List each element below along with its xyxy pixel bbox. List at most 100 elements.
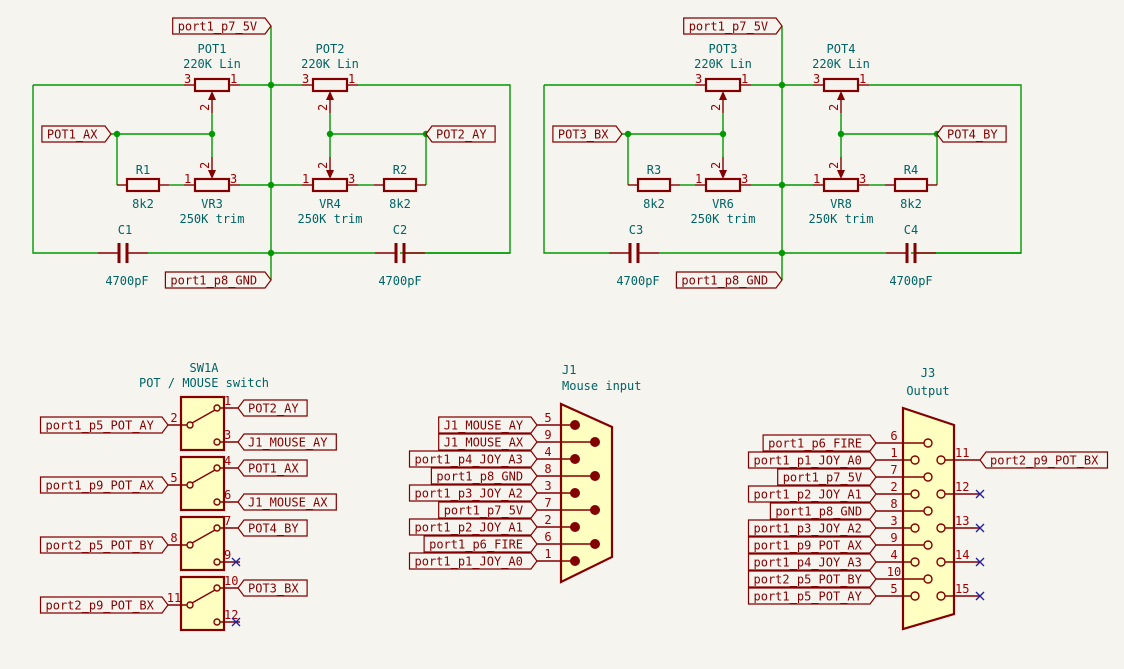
net-label[interactable]: port2_p5_POT_BY — [39, 536, 169, 554]
pin-contact — [590, 471, 600, 481]
net-label[interactable]: port1_p5_POT_AY — [747, 587, 877, 605]
connector-pin[interactable]: 12 — [936, 480, 985, 499]
net-label[interactable]: POT4_BY — [936, 125, 1007, 143]
net-label-box — [39, 476, 169, 494]
net-label[interactable]: port2_p5_POT_BY — [747, 570, 877, 588]
component-value: 8k2 — [643, 197, 665, 211]
component-value: 4700pF — [378, 274, 421, 288]
pin-contact — [570, 420, 580, 430]
pin-number: 3 — [741, 172, 748, 186]
net-label[interactable]: port1_p1_JOY_A0 — [408, 552, 538, 570]
net-label[interactable]: port1_p1_JOY_A0 — [747, 451, 877, 469]
net-label[interactable]: port1_p2_JOY_A1 — [747, 485, 877, 503]
pin-contact — [923, 472, 933, 482]
net-label[interactable]: port1_p8_GND — [675, 271, 783, 289]
net-label-text: POT3_BX — [248, 582, 299, 596]
pin-number: 3 — [813, 72, 820, 86]
net-label[interactable]: port1_p6_FIRE — [423, 535, 538, 553]
net-label[interactable]: J1_MOUSE_AX — [237, 493, 337, 511]
net-label[interactable]: port1_p4_JOY_A3 — [408, 450, 538, 468]
pin-contact — [570, 454, 580, 464]
net-label[interactable]: POT2_AY — [237, 399, 308, 417]
net-label[interactable]: port1_p9_POT_AX — [39, 476, 169, 494]
connector-pin[interactable]: 9J1_MOUSE_AX — [438, 428, 600, 451]
net-label[interactable]: port1_p3_JOY_A2 — [747, 519, 877, 537]
pin-contact — [936, 523, 946, 533]
net-label-box — [438, 416, 538, 434]
net-label[interactable]: port1_p7_5V — [777, 468, 877, 486]
net-label[interactable]: POT1_AX — [41, 125, 112, 143]
no-connect-icon — [231, 557, 241, 567]
net-label[interactable]: port1_p8_GND — [164, 271, 272, 289]
net-label[interactable]: J1_MOUSE_AX — [438, 433, 538, 451]
connector-pin[interactable]: 15 — [936, 582, 985, 601]
net-label[interactable]: J1_MOUSE_AY — [237, 433, 337, 451]
net-label[interactable]: port2_p9_POT_BX — [39, 596, 169, 614]
net-label[interactable]: port1_p2_JOY_A1 — [408, 518, 538, 536]
net-label[interactable]: J1_MOUSE_AY — [438, 416, 538, 434]
net-label[interactable]: POT4_BY — [237, 519, 308, 537]
net-label[interactable]: port1_p8_GND — [430, 467, 538, 485]
ref-designator: R2 — [393, 163, 407, 177]
connector-pin[interactable]: 14 — [936, 548, 985, 567]
net-label[interactable]: port1_p5_POT_AY — [39, 416, 169, 434]
net-label-text: J1_MOUSE_AY — [444, 419, 524, 433]
net-label[interactable]: port1_p8_GND — [769, 502, 877, 520]
net-label[interactable]: port1_p6_FIRE — [762, 434, 877, 452]
net-label[interactable]: POT1_AX — [237, 459, 308, 477]
net-label[interactable]: port1_p3_JOY_A2 — [408, 484, 538, 502]
pin-number: 8 — [170, 531, 177, 545]
net-label[interactable]: port1_p7_5V — [172, 17, 272, 35]
net-label[interactable]: POT3_BX — [237, 579, 308, 597]
net-label[interactable]: port1_p9_POT_AX — [747, 536, 877, 554]
net-label[interactable]: port1_p7_5V — [438, 501, 538, 519]
pin-contact — [570, 522, 580, 532]
net-label-text: port1_p6_FIRE — [429, 538, 523, 552]
net-label[interactable]: port1_p7_5V — [683, 17, 783, 35]
net-label[interactable]: POT2_AY — [425, 125, 496, 143]
net-label[interactable]: port1_p4_JOY_A3 — [747, 553, 877, 571]
net-label[interactable]: POT3_BX — [552, 125, 623, 143]
net-label[interactable]: port2_p9_POT_BX — [979, 451, 1109, 469]
connector-pin[interactable]: 5J1_MOUSE_AY — [438, 411, 580, 434]
connector-pin[interactable]: 13 — [936, 514, 985, 533]
